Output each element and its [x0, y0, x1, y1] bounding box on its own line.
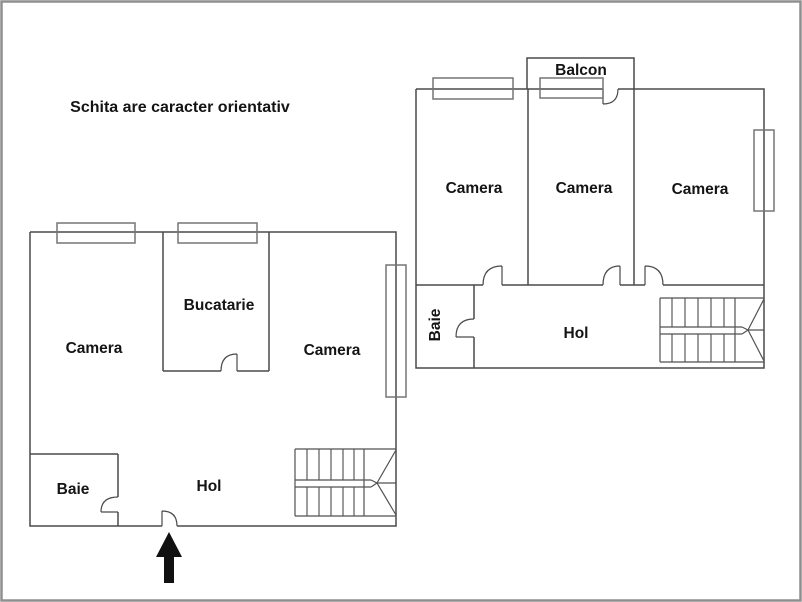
- window-icon: [385, 264, 407, 398]
- label-hol-upper: Hol: [564, 325, 589, 342]
- upper-outer-walls: [415, 88, 765, 369]
- window-icon: [753, 129, 775, 212]
- upper-room-labels: Balcon Camera Camera Camera Baie Hol: [427, 62, 729, 342]
- label-baie-lower: Baie: [57, 481, 90, 498]
- label-balcon: Balcon: [555, 62, 607, 79]
- label-baie-upper: Baie: [427, 308, 444, 341]
- disclaimer-text: Schita are caracter orientativ: [70, 99, 290, 116]
- lower-floor-plan: Camera Bucatarie Camera Baie Hol: [29, 222, 407, 583]
- upper-stairs-treads: [671, 298, 725, 362]
- label-camera-1: Camera: [446, 180, 503, 197]
- lower-stairs-outline: [294, 448, 397, 517]
- upper-stairs-outline: [659, 297, 765, 363]
- lower-stairs-treads: [306, 449, 355, 516]
- entrance-door-swing: [161, 510, 178, 527]
- window-icon: [432, 77, 514, 100]
- camera2-door-swing: [602, 265, 621, 286]
- window-icon: [177, 222, 258, 244]
- camera3-door-swing: [644, 265, 664, 286]
- lower-windows: [56, 222, 407, 398]
- lower-stairs-icon: [294, 448, 397, 517]
- bucatarie-door-swing: [220, 353, 238, 372]
- bucatarie-walls: [162, 232, 270, 372]
- upper-windows: [432, 77, 775, 212]
- balcon-walls: [526, 57, 635, 89]
- window-icon: [539, 77, 604, 99]
- upper-stairs-icon: [659, 297, 765, 363]
- window-icon: [56, 222, 136, 244]
- camera1-door-swing: [482, 265, 503, 286]
- label-camera-3: Camera: [672, 181, 729, 198]
- label-bucatarie: Bucatarie: [184, 297, 255, 314]
- label-hol-lower: Hol: [197, 478, 222, 495]
- label-camera-left: Camera: [66, 340, 123, 357]
- entrance-arrow-icon: [156, 532, 182, 583]
- lower-baie-door-swing: [100, 496, 119, 513]
- lower-walls: [29, 231, 397, 527]
- upper-baie-door-swing: [455, 318, 475, 338]
- lower-room-labels: Camera Bucatarie Camera Baie Hol: [57, 297, 361, 498]
- label-camera-2: Camera: [556, 180, 613, 197]
- upper-walls: [415, 57, 765, 369]
- label-camera-right: Camera: [304, 342, 361, 359]
- lower-baie-walls: [30, 453, 119, 526]
- upper-floor-plan: Balcon Camera Camera Camera Baie Hol: [415, 57, 775, 369]
- balcon-door-swing: [602, 88, 619, 105]
- upper-room-dividers: [527, 89, 635, 285]
